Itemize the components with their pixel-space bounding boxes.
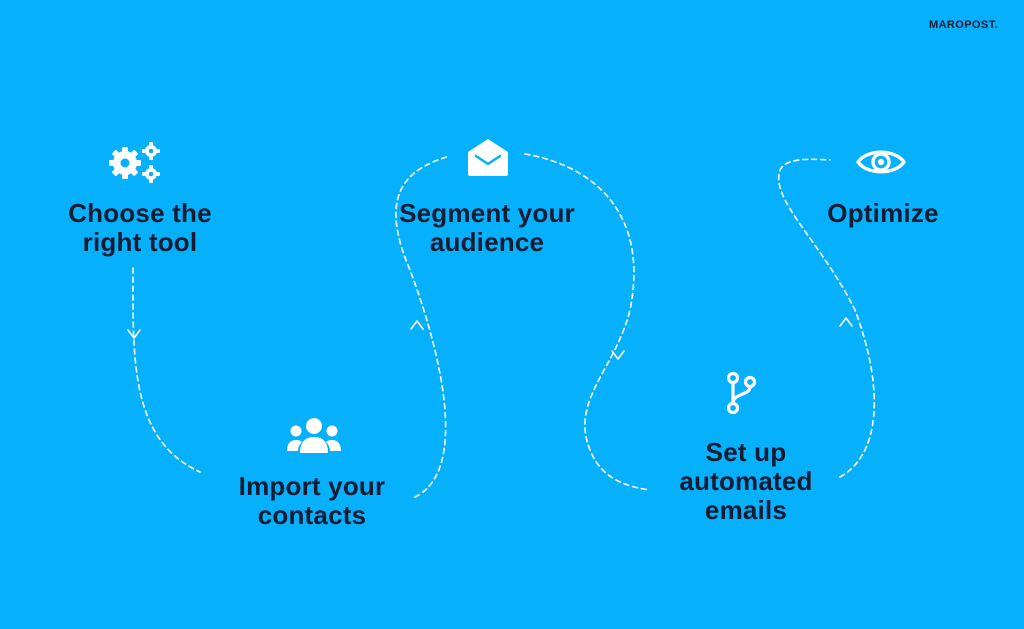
eye-icon <box>856 150 906 174</box>
maropost-logo: MAROPOST. <box>929 19 998 31</box>
arrow-down-left <box>127 329 141 339</box>
step-label-segment-audience: Segment your audience <box>399 198 575 257</box>
step-label-optimize: Optimize <box>827 198 939 228</box>
connector-4-to-5 <box>777 158 875 478</box>
users-group-icon <box>287 418 341 453</box>
connector-3-to-4 <box>524 153 651 491</box>
step-label-import-contacts: Import your contacts <box>238 471 386 530</box>
step-label-choose-tool: Choose the right tool <box>68 198 212 257</box>
arrow-up-far-right <box>839 317 853 327</box>
envelope-open-icon <box>468 139 508 176</box>
branch-icon <box>726 371 757 415</box>
connector-1-to-2 <box>132 267 201 473</box>
step-label-automated-emails: Set up automated emails <box>679 437 813 525</box>
arrow-down-right <box>611 350 625 360</box>
gears-icon <box>109 142 160 183</box>
arrow-up-middle <box>410 320 424 330</box>
connector-2-to-3 <box>395 155 451 498</box>
